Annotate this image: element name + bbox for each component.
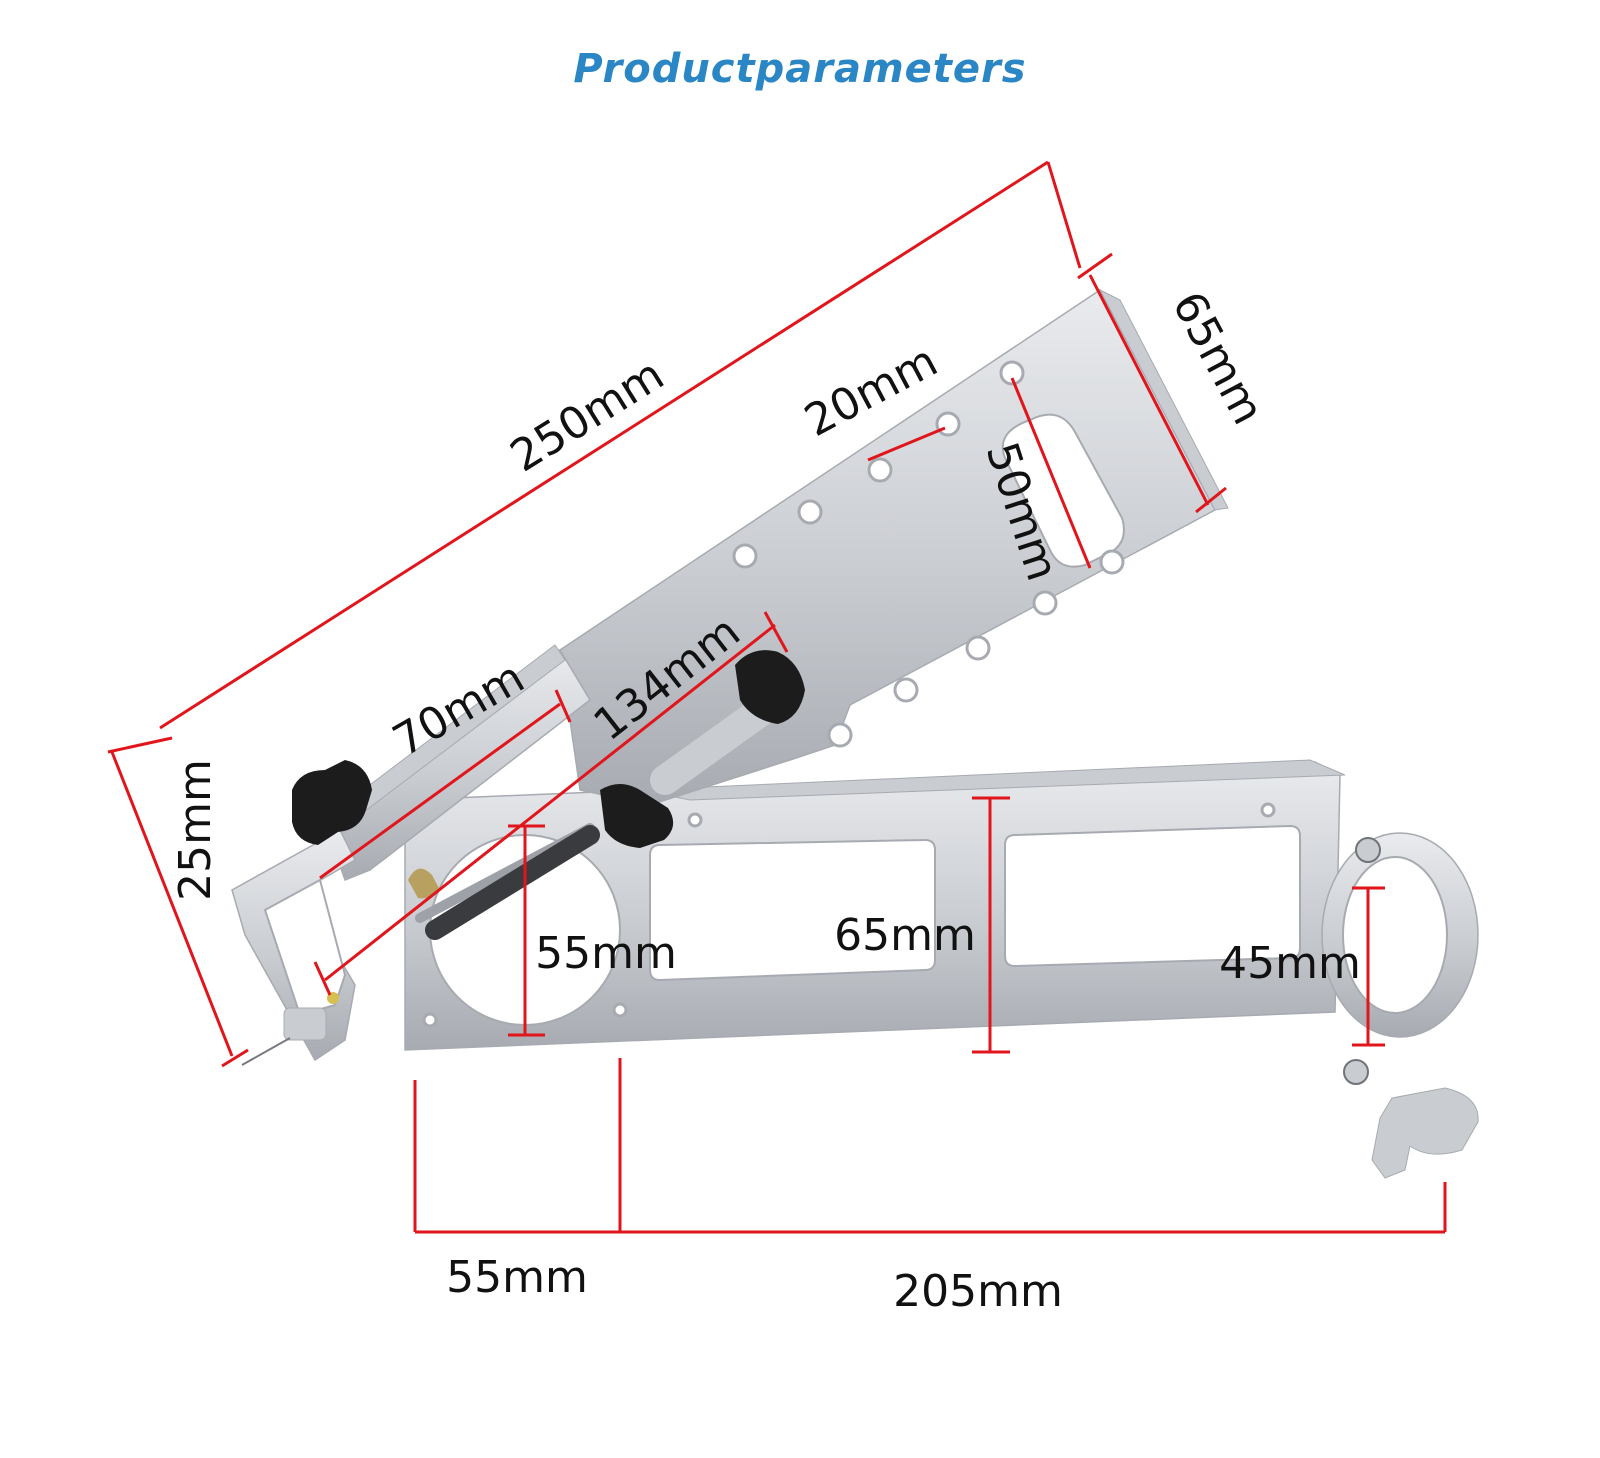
wing-nut-icon bbox=[408, 868, 440, 899]
upper-arm-hole bbox=[965, 635, 991, 661]
upper-arm bbox=[559, 288, 1229, 806]
upper-arm-hole bbox=[893, 677, 919, 703]
dim-label-65-right: 65mm bbox=[1162, 284, 1274, 433]
upper-arm-hole bbox=[827, 722, 853, 748]
dim-line-20 bbox=[867, 426, 946, 462]
lower-arm-hole bbox=[1260, 802, 1276, 818]
clamp-needle bbox=[241, 1037, 291, 1066]
dim-line-65-right bbox=[1088, 274, 1210, 506]
dim-label-bottom-offset: 55mm bbox=[446, 1252, 588, 1303]
mount-ring-screw-icon bbox=[1355, 837, 1381, 863]
upper-arm-hole bbox=[732, 543, 758, 569]
lower-arm-window-2 bbox=[1004, 824, 1301, 968]
dim-label-65-lower: 65mm bbox=[834, 910, 976, 961]
clamp-nozzle bbox=[283, 1007, 327, 1041]
lower-arm-hole bbox=[687, 812, 703, 828]
dim-tick-250-right bbox=[1046, 161, 1082, 269]
mount-ring-screw-icon bbox=[1343, 1059, 1369, 1085]
dim-line-25 bbox=[110, 751, 234, 1057]
lower-arm bbox=[404, 759, 1346, 1051]
upper-arm-hole bbox=[1032, 590, 1058, 616]
dim-tick-25 bbox=[221, 1048, 249, 1068]
upper-arm-hole bbox=[867, 457, 893, 483]
dim-label-250: 250mm bbox=[502, 349, 673, 482]
dim-tick-134-a bbox=[313, 961, 332, 996]
page-title: Productparameters bbox=[573, 46, 1027, 92]
gas-spring-upper-cylinder bbox=[650, 697, 775, 795]
upper-arm-hole bbox=[1099, 549, 1125, 575]
dimension-lines bbox=[107, 160, 1447, 1234]
mount-ring-thumb-knob-icon bbox=[1371, 1087, 1479, 1179]
dim-tick-134-b bbox=[763, 611, 789, 653]
dim-tick-65-right-a bbox=[1077, 252, 1113, 280]
dim-label-25: 25mm bbox=[170, 759, 221, 901]
dim-label-45: 45mm bbox=[1219, 938, 1361, 989]
clamp-knob-icon bbox=[292, 760, 372, 845]
dim-label-bottom-length: 205mm bbox=[893, 1266, 1063, 1317]
dim-line-70 bbox=[319, 702, 561, 880]
upper-arm-holes bbox=[732, 360, 1125, 748]
dim-tick-65-right-b bbox=[1195, 486, 1227, 514]
lower-arm-hole bbox=[612, 1002, 628, 1018]
upper-arm-side-edge bbox=[1098, 288, 1229, 511]
upper-arm-slot bbox=[1001, 413, 1125, 568]
dim-tick-250-left bbox=[107, 736, 173, 754]
lower-arm-hole bbox=[422, 1012, 438, 1028]
dim-tick-70 bbox=[554, 689, 572, 723]
dim-line-134 bbox=[324, 623, 776, 982]
dim-line-50 bbox=[1010, 377, 1092, 569]
dim-label-55-circle: 55mm bbox=[535, 928, 677, 979]
gas-spring-top-knob-icon bbox=[735, 650, 805, 724]
lower-arm-window-1 bbox=[649, 838, 936, 982]
clamp bbox=[231, 644, 591, 1066]
gas-spring-joint-icon bbox=[600, 784, 674, 848]
mount-ring bbox=[1321, 832, 1479, 1179]
upper-arm-hole bbox=[999, 360, 1025, 386]
upper-arm-hole bbox=[797, 499, 823, 525]
gas-spring-cylinder bbox=[425, 825, 600, 940]
dim-line-250 bbox=[159, 160, 1049, 730]
upper-arm-hole bbox=[935, 411, 961, 437]
dimension-labels: 250mm 65mm 25mm 20mm 50mm 70mm 134mm 55m… bbox=[170, 284, 1361, 1317]
gas-spring bbox=[408, 650, 805, 940]
mount-ring-inner bbox=[1342, 856, 1448, 1014]
